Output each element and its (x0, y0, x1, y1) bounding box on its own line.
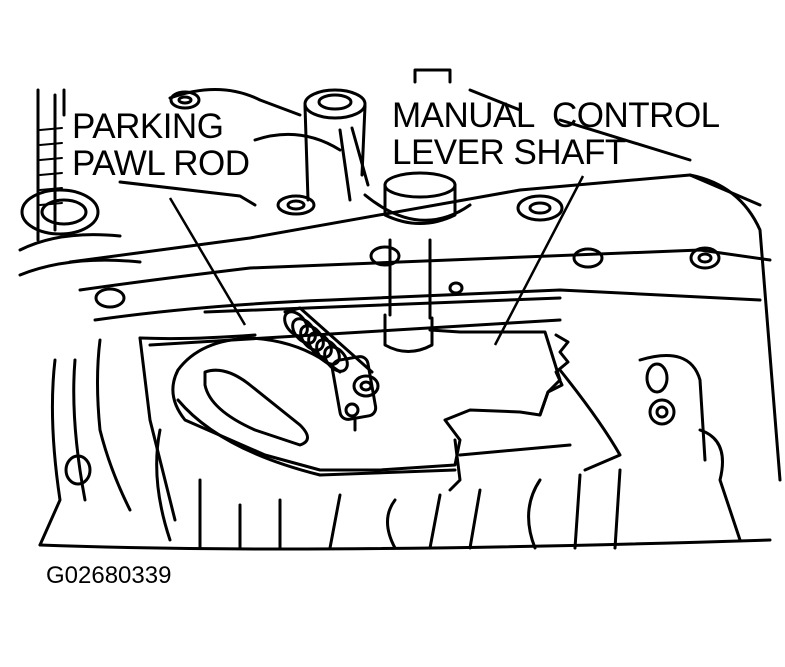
upper-casting (118, 68, 692, 216)
shaft-boss (303, 88, 370, 202)
manual-control-lever-shaft-label: MANUAL CONTROL LEVER SHAFT (392, 96, 720, 172)
detent-plate (138, 333, 622, 522)
manual-control-lever-shaft-part (363, 171, 472, 353)
parking-pawl-rod-leader (168, 197, 247, 326)
callout-leaders (168, 175, 585, 346)
separator-plate-rail (68, 173, 782, 482)
manual-control-lever-shaft-leader (493, 175, 585, 346)
figure-id: G02680339 (46, 562, 172, 589)
manual-valve-lever (171, 328, 570, 492)
parking-pawl-rod-label: PARKING PAWL ROD (72, 107, 250, 183)
lower-valve-body (38, 338, 772, 551)
parking-pawl-rod-spring (283, 306, 380, 432)
